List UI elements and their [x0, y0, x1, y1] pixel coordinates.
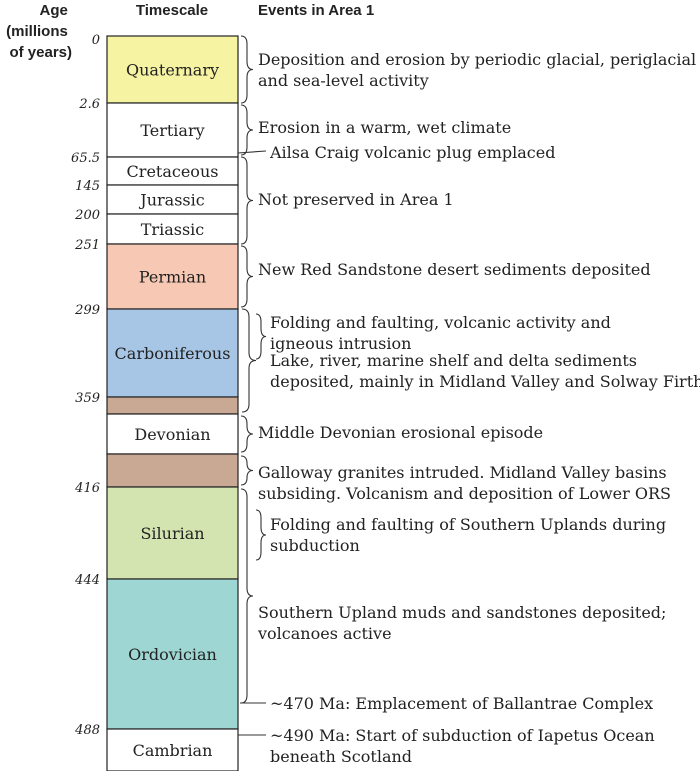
period-label-cretaceous: Cretaceous [127, 162, 219, 181]
events-header: Events in Area 1 [258, 2, 374, 19]
age-label: 488 [74, 723, 100, 738]
period-block-ordovician [106, 578, 239, 730]
timescale-header: Timescale [136, 2, 208, 19]
event-text: Erosion in a warm, wet climate [258, 118, 511, 137]
age-labels: 0 2.6 65.5 145 200 251 299 359 416 444 488 [71, 33, 100, 738]
period-label-carboniferous: Carboniferous [115, 344, 231, 363]
event-braces [237, 35, 267, 736]
leader-line [237, 150, 267, 154]
period-block-quaternary [106, 35, 239, 104]
period-label-quaternary: Quaternary [126, 61, 219, 80]
brace [240, 415, 254, 453]
event-descriptions: Deposition and erosion by periodic glaci… [257, 50, 700, 766]
period-block-jurassic [106, 184, 239, 215]
event-text: New Red Sandstone desert sediments depos… [258, 260, 651, 279]
period-block-unnamed-9 [106, 453, 239, 488]
period-label-permian: Permian [139, 268, 206, 287]
brace [240, 455, 254, 486]
event-text: Folding and faulting of Southern Uplands… [270, 515, 666, 555]
event-text: Folding and faulting, volcanic activity … [270, 313, 611, 353]
brace [240, 488, 254, 704]
period-block-permian [106, 243, 239, 310]
event-text: ~470 Ma: Emplacement of Ballantrae Compl… [270, 694, 653, 713]
age-label: 251 [74, 238, 100, 253]
age-label: 299 [74, 303, 100, 318]
age-label: 200 [74, 208, 100, 223]
event-text: Not preserved in Area 1 [258, 190, 454, 209]
period-label-devonian: Devonian [134, 425, 210, 444]
period-label-tertiary: Tertiary [140, 121, 204, 140]
age-header: Age (millions of years) [6, 2, 72, 61]
brace [255, 509, 267, 561]
age-label: 145 [75, 179, 100, 194]
period-label-cambrian: Cambrian [133, 741, 213, 760]
brace [241, 308, 257, 413]
period-block-unnamed-7 [106, 396, 239, 415]
age-label: 0 [92, 33, 100, 48]
age-label: 65.5 [71, 151, 100, 166]
brace [240, 104, 254, 156]
period-block-tertiary [106, 102, 239, 158]
event-text: Middle Devonian erosional episode [258, 423, 543, 442]
period-label-triassic: Triassic [141, 220, 205, 239]
period-label-silurian: Silurian [140, 524, 204, 543]
age-label: 416 [74, 481, 100, 496]
period-block-cambrian [106, 728, 239, 771]
event-text: Deposition and erosion by periodic glaci… [258, 50, 696, 90]
event-text: Southern Upland muds and sandstones depo… [257, 603, 666, 643]
brace [240, 35, 254, 104]
period-block-devonian [106, 413, 239, 455]
age-label: 359 [75, 391, 100, 406]
event-text: Galloway granites intruded. Midland Vall… [258, 463, 671, 503]
brace [240, 156, 254, 245]
timescale-column: QuaternaryTertiaryCretaceousJurassicTria… [106, 35, 239, 771]
period-label-ordovician: Ordovician [128, 645, 217, 664]
age-label: 2.6 [78, 97, 100, 112]
event-text: Lake, river, marine shelf and delta sedi… [270, 351, 700, 391]
brace [255, 313, 267, 360]
period-label-jurassic: Jurassic [138, 191, 204, 210]
age-label: 444 [74, 573, 100, 588]
brace [240, 245, 254, 308]
event-text: ~490 Ma: Start of subduction of Iapetus … [270, 726, 655, 766]
event-text: Ailsa Craig volcanic plug emplaced [269, 143, 555, 162]
